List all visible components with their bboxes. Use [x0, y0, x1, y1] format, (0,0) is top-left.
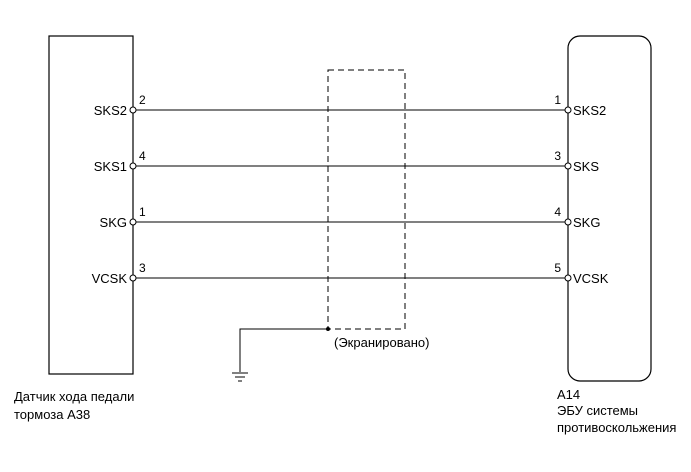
right-signal-label: SKS2: [573, 103, 606, 118]
left-pin-number: 2: [139, 93, 146, 107]
terminal-circle-icon: [129, 162, 137, 170]
left-signal-label: VCSK: [92, 271, 128, 286]
left-pin-number: 1: [139, 205, 146, 219]
left-component-caption: Датчик хода педали: [14, 389, 134, 404]
shield-label: (Экранировано): [334, 335, 429, 350]
right-pin-number: 4: [554, 205, 561, 219]
shield-drain-wire: [239, 328, 328, 372]
terminal-circle-icon: [564, 162, 572, 170]
left-component-caption: тормоза A38: [14, 407, 90, 422]
left-signal-label: SKG: [100, 215, 127, 230]
ground-icon: [232, 372, 248, 382]
terminal-circle-icon: [564, 274, 572, 282]
left-pin-number: 4: [139, 149, 146, 163]
right-signal-label: VCSK: [573, 271, 609, 286]
right-signal-label: SKG: [573, 215, 600, 230]
terminal-circle-icon: [129, 106, 137, 114]
right-pin-number: 1: [554, 93, 561, 107]
terminal-circle-icon: [129, 274, 137, 282]
shield-outline: [327, 69, 406, 330]
terminal-circle-icon: [564, 218, 572, 226]
left-pin-number: 3: [139, 261, 146, 275]
terminal-circle-icon: [129, 218, 137, 226]
right-signal-label: SKS: [573, 159, 599, 174]
left-signal-label: SKS1: [94, 159, 127, 174]
left-signal-label: SKS2: [94, 103, 127, 118]
right-component-caption: ЭБУ системы: [557, 403, 638, 418]
right-pin-number: 3: [554, 149, 561, 163]
brake-pedal-sensor-box: [48, 35, 134, 375]
shield-junction-dot: [326, 327, 330, 331]
terminal-circle-icon: [564, 106, 572, 114]
right-component-caption: противоскольжения: [557, 420, 676, 435]
right-component-caption: A14: [557, 387, 580, 402]
right-pin-number: 5: [554, 261, 561, 275]
skid-control-ecu-box: [567, 35, 652, 382]
